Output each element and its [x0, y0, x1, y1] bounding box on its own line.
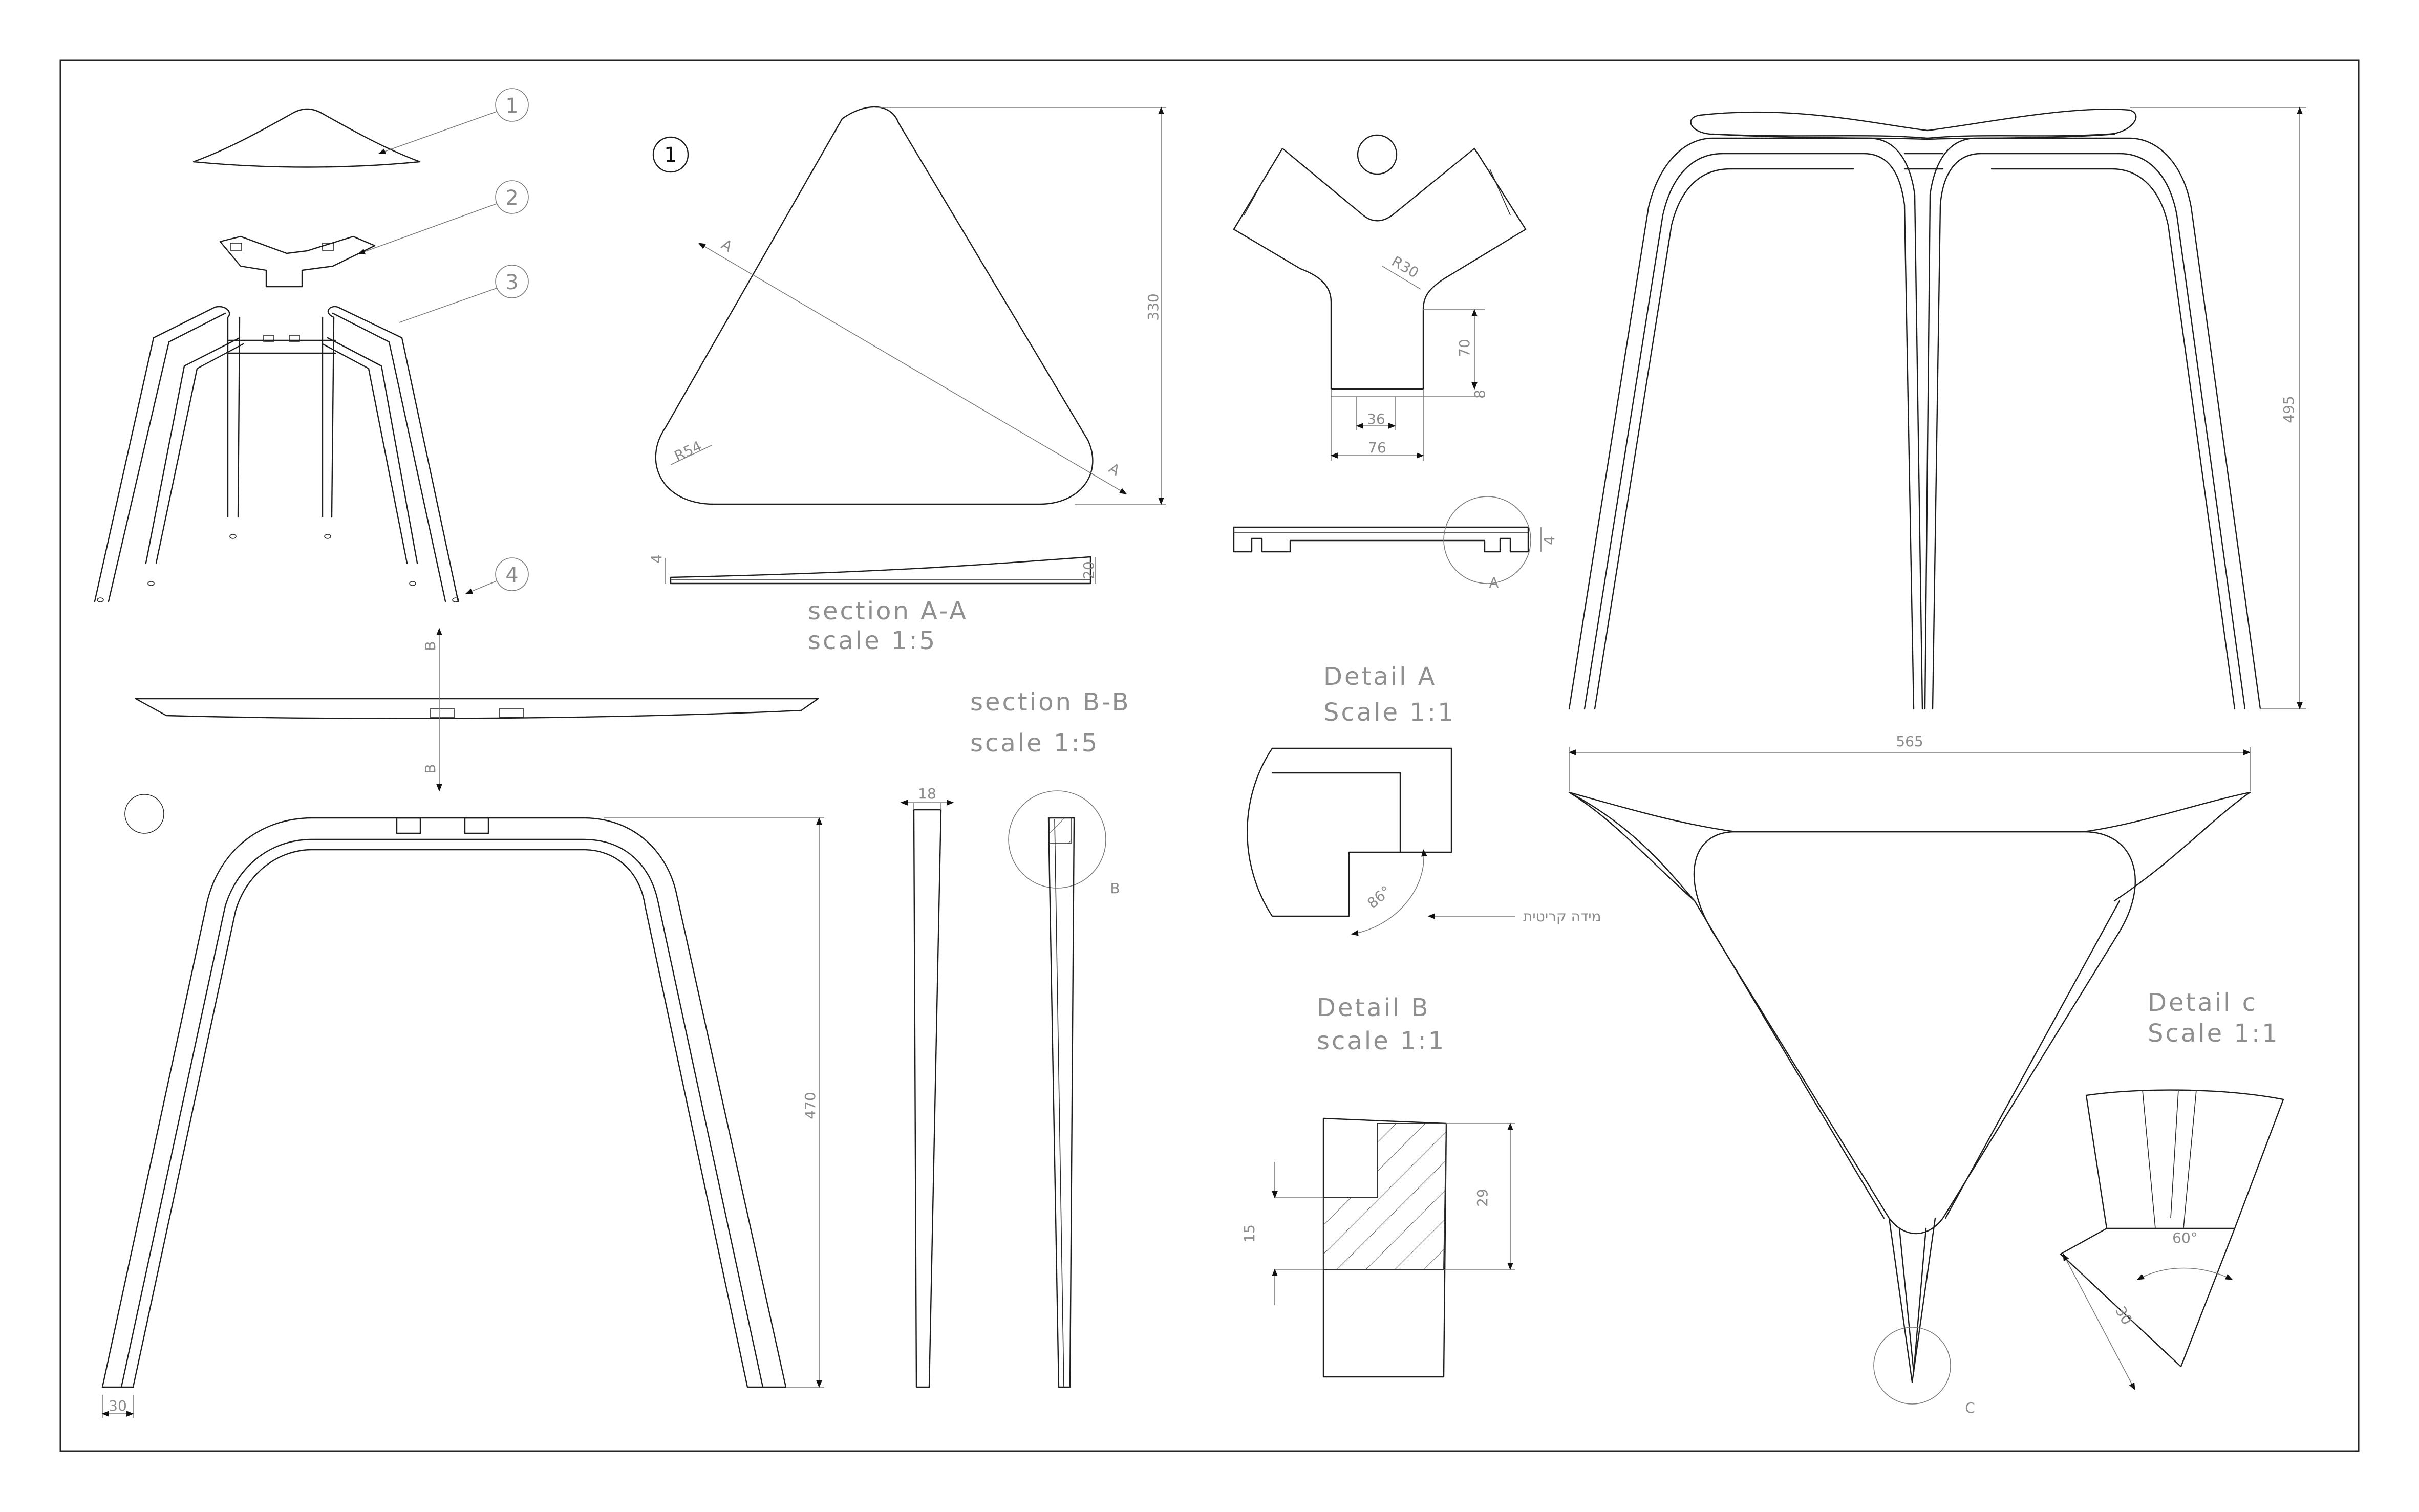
balloon-1: 1	[505, 94, 518, 118]
detail-c: Detail c Scale 1:1 60° 30	[2060, 988, 2284, 1391]
assembled-front-view: 495	[1568, 106, 2306, 710]
dim-detail-c-30: 30	[2112, 1304, 2135, 1328]
seat-top-view: 1 A A 330 R54	[652, 106, 1166, 505]
dim-bracket-36: 36	[1367, 411, 1385, 427]
detail-c-scale: Scale 1:1	[2148, 1019, 2280, 1048]
cut-a-top: A	[718, 236, 735, 255]
cut-line-b: B B	[135, 628, 819, 792]
dim-detail-b-15: 15	[1241, 1224, 1258, 1243]
section-a-a-title: section A-A	[808, 597, 968, 625]
section-a-a-scale: scale 1:5	[808, 627, 937, 655]
note-hebrew: מידה קריטית	[1523, 908, 1601, 925]
dim-seat-radius: R54	[672, 438, 704, 465]
exploded-frame	[94, 306, 459, 602]
callout-c: C	[1965, 1399, 1975, 1416]
dim-angle-a: 86°	[1364, 882, 1394, 912]
dim-leg-width: 30	[109, 1397, 127, 1414]
stool-seat-top	[1693, 831, 2136, 1235]
assembled-top-view: 565 C	[1568, 733, 2251, 1416]
dim-seat-depth: 330	[1145, 293, 1162, 320]
dim-bracket-70: 70	[1456, 339, 1473, 357]
callout-a: A	[1489, 574, 1499, 591]
cut-b-bottom: B	[422, 764, 439, 773]
seat-outline	[655, 106, 1094, 505]
balloon-3: 3	[505, 271, 518, 294]
dim-bracket-radius: R30	[1389, 253, 1422, 282]
dim-stool-height: 495	[2280, 396, 2297, 423]
detail-b-title: Detail B	[1317, 993, 1430, 1022]
balloon-2: 2	[505, 186, 518, 210]
detail-a-title: Detail A	[1323, 662, 1437, 691]
dim-bracket-4: 4	[1541, 536, 1558, 545]
bracket-view: 76 36 70 8 R30 A 4	[1233, 134, 1558, 591]
cut-a-bottom: A	[1106, 460, 1123, 479]
leg-outline-mid	[120, 838, 764, 1388]
balloon-4: 4	[505, 564, 518, 587]
dim-detail-b-29: 29	[1474, 1189, 1491, 1207]
dim-leg-section: 18	[918, 785, 936, 802]
detail-a-scale: Scale 1:1	[1323, 698, 1455, 727]
bracket-outline	[1233, 147, 1527, 390]
detail-c-title: Detail c	[2148, 988, 2258, 1017]
dim-seat-thick-max: 20	[1080, 561, 1097, 579]
leg-front-view: 470 30	[101, 794, 824, 1418]
section-a-a: 4 20 section A-A scale 1:5	[648, 554, 1097, 655]
section-b-b: section B-B scale 1:5 18 B	[900, 688, 1131, 1388]
dim-leg-height: 470	[802, 1092, 819, 1119]
section-b-b-scale: scale 1:5	[970, 729, 1099, 758]
sheet-border	[59, 59, 2360, 1452]
stool-seat-front	[1690, 109, 2137, 139]
exploded-seat	[192, 108, 421, 168]
seat-ref-balloon: 1	[664, 143, 677, 167]
leg-outline-inner	[132, 849, 748, 1388]
callout-b: B	[1110, 880, 1120, 897]
dim-angle-c: 60°	[2172, 1229, 2198, 1246]
dim-bracket-76: 76	[1368, 439, 1386, 456]
exploded-bracket	[219, 235, 376, 288]
section-b-b-title: section B-B	[970, 688, 1131, 717]
dim-bracket-8: 8	[1471, 390, 1488, 399]
leg-outline-outer	[101, 817, 787, 1388]
dim-seat-thick-min: 4	[648, 554, 665, 564]
detail-b: Detail B scale 1:1 15 29	[1241, 993, 1515, 1378]
cut-b-top: B	[422, 641, 439, 651]
exploded-view: 1 2 3 4	[94, 88, 529, 602]
dim-stool-width: 565	[1896, 733, 1923, 750]
detail-a: Detail A Scale 1:1 86° מידה קריטית	[1247, 662, 1601, 936]
detail-b-scale: scale 1:1	[1317, 1027, 1446, 1055]
